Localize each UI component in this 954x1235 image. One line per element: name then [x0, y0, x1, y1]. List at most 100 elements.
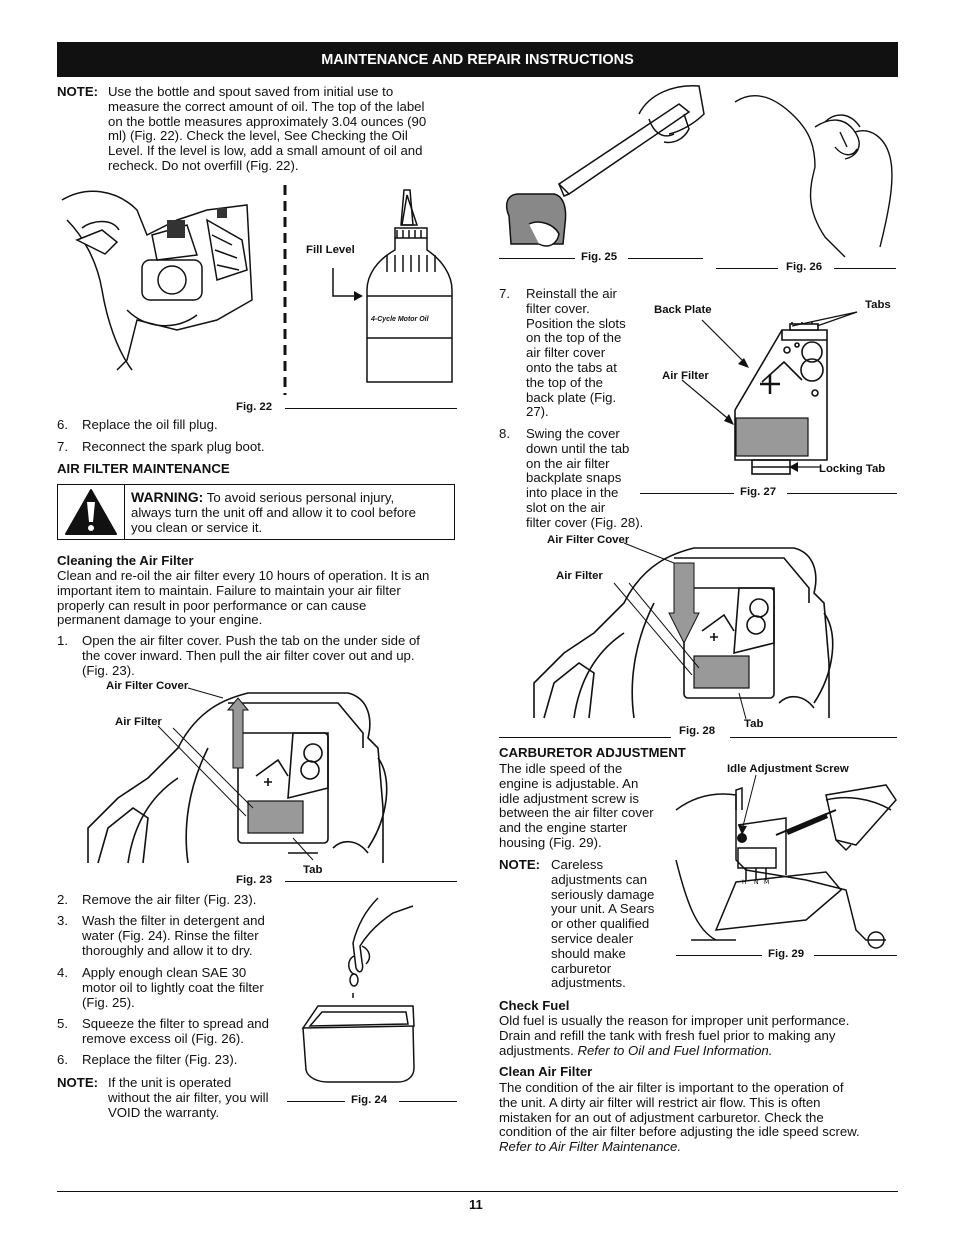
paragraph-line: between the air filter cover [499, 805, 654, 821]
step-line: on the top of the [526, 330, 622, 346]
svg-text:H: H [742, 879, 747, 886]
cleaning-heading: Cleaning the Air Filter [57, 553, 194, 568]
note-label: NOTE: [499, 857, 541, 872]
fig27-label: Fig. 27 [740, 486, 777, 498]
step-line: the cover inward. Then pull the air filt… [82, 647, 415, 663]
fig28-cover-label: Air Filter Cover [547, 534, 630, 546]
step-line: Position the slots [526, 315, 626, 331]
step-line: back plate (Fig. [526, 389, 617, 405]
paragraph-line: Old fuel is usually the reason for impro… [499, 1013, 850, 1028]
warning-box: WARNING: To avoid serious personal injur… [57, 484, 455, 540]
step-line: on the air filter [526, 455, 610, 471]
note-line: service dealer [551, 930, 634, 946]
step-line: into place in the [526, 485, 619, 501]
step-line: backplate snaps [526, 470, 622, 486]
step-text: Reconnect the spark plug boot. [82, 439, 265, 454]
paragraph-line: permanent damage to your engine. [57, 612, 263, 628]
step-number: 7. [499, 286, 510, 301]
step-line: down until the tab [526, 440, 630, 456]
fig28-illustration [533, 542, 834, 720]
note-line: seriously damage [551, 886, 655, 902]
step-number: 4. [57, 965, 68, 980]
bottle-label-text: 4-Cycle Motor Oil [371, 316, 429, 323]
note-line: Careless [551, 857, 604, 872]
paragraph-line: properly can result in poor performance … [57, 597, 367, 613]
step-line: Apply enough clean SAE 30 [82, 965, 247, 980]
fig28-filter-label: Air Filter [556, 570, 603, 582]
carburetor-paragraph: The idle speed of the engine is adjustab… [499, 761, 674, 851]
fig24-label: Fig. 24 [351, 1094, 388, 1106]
paragraph-line: idle adjustment screw is [499, 790, 639, 806]
step-line: Squeeze the filter to spread and [82, 1016, 269, 1031]
note-line: without the air filter, you will [108, 1089, 269, 1105]
fig27-tabs-label: Tabs [865, 299, 891, 311]
step-line: filter cover. [526, 300, 590, 316]
fig27-locking-tab-label: Locking Tab [819, 463, 886, 475]
paragraph-line: housing (Fig. 29). [499, 834, 602, 850]
note-line: VOID the warranty. [108, 1104, 220, 1120]
fig25-rule-left [499, 258, 575, 259]
fig25-rule-right [628, 258, 703, 259]
fig26-rule-left [716, 268, 778, 269]
warning-line: you clean or service it. [131, 519, 263, 535]
note-line: carburetor [551, 960, 612, 976]
footer-rule [57, 1191, 898, 1192]
note-line: ml) (Fig. 22). Check the level, See Chec… [108, 128, 408, 144]
step-number: 8. [499, 426, 510, 441]
fig28-label: Fig. 28 [679, 725, 716, 737]
paragraph-line: the unit. A dirty air filter will restri… [499, 1094, 821, 1110]
clean-air-filter-heading: Clean Air Filter [499, 1064, 593, 1079]
check-fuel-paragraph: Old fuel is usually the reason for impro… [499, 1013, 899, 1058]
paragraph-line: The condition of the air filter is impor… [499, 1080, 844, 1095]
fig27-rule-right [787, 493, 897, 494]
step-text: Replace the oil fill plug. [82, 417, 218, 432]
svg-text:N: N [754, 879, 759, 886]
fig22-illustration [61, 185, 453, 395]
step-line: Wash the filter in detergent and [82, 913, 265, 928]
step-number: 7. [57, 439, 68, 454]
cross-reference: Refer to Air Filter Maintenance. [499, 1139, 682, 1155]
step-line: thoroughly and allow it to dry. [82, 942, 253, 958]
paragraph-line: The idle speed of the [499, 761, 623, 776]
step-line: slot on the air [526, 499, 606, 515]
paragraph-line: condition of the air filter before adjus… [499, 1124, 860, 1140]
fig25-label: Fig. 25 [581, 251, 618, 263]
fig22-label: Fig. 22 [236, 401, 273, 413]
section-header: MAINTENANCE AND REPAIR INSTRUCTIONS [57, 42, 898, 77]
step-line: Remove the air filter (Fig. 23). [82, 892, 257, 907]
paragraph-line: and the engine starter [499, 820, 628, 836]
step-line: air filter cover [526, 345, 606, 361]
step-line: 27). [526, 404, 549, 420]
warning-line: always turn the unit off and allow it to… [131, 504, 416, 520]
note-line: Level. If the level is low, add a small … [108, 143, 423, 159]
fig24-rule-left [287, 1101, 345, 1102]
paragraph-line: Drain and refill the tank with fresh fue… [499, 1027, 836, 1043]
fig23-cover-label: Air Filter Cover [106, 680, 189, 692]
warning-line: To avoid serious personal injury, [206, 490, 395, 505]
warning-icon-cell [58, 485, 125, 539]
fig28-rule-right [730, 737, 897, 738]
step-line: Swing the cover [526, 426, 620, 441]
carburetor-heading: CARBURETOR ADJUSTMENT [499, 745, 686, 760]
clean-air-filter-paragraph: The condition of the air filter is impor… [499, 1080, 899, 1155]
note-line: measure the correct amount of oil. The t… [108, 98, 425, 114]
fig24-rule-right [399, 1101, 457, 1102]
fig23-label: Fig. 23 [236, 874, 273, 886]
step-line: remove excess oil (Fig. 26). [82, 1030, 244, 1046]
cross-reference: Refer to Oil and Fuel Information. [577, 1042, 773, 1058]
fig27-rule-left [640, 493, 734, 494]
fill-level-label: Fill Level [306, 244, 355, 256]
fig29-label: Fig. 29 [768, 948, 805, 960]
step-line: Reinstall the air [526, 286, 617, 301]
fig28-tab-label: Tab [744, 718, 764, 730]
note-line: should make [551, 945, 626, 961]
step-number: 1. [57, 633, 68, 648]
paragraph-line: Clean and re-oil the air filter every 10… [57, 568, 430, 583]
step-line: water (Fig. 24). Rinse the filter [82, 927, 259, 943]
note-label: NOTE: [57, 1075, 99, 1090]
step-number: 3. [57, 913, 68, 928]
cleaning-paragraph: Clean and re-oil the air filter every 10… [57, 568, 459, 628]
fig24-illustration [301, 897, 415, 1083]
svg-text:M: M [764, 879, 769, 886]
fig27-air-filter-label: Air Filter [662, 370, 709, 382]
